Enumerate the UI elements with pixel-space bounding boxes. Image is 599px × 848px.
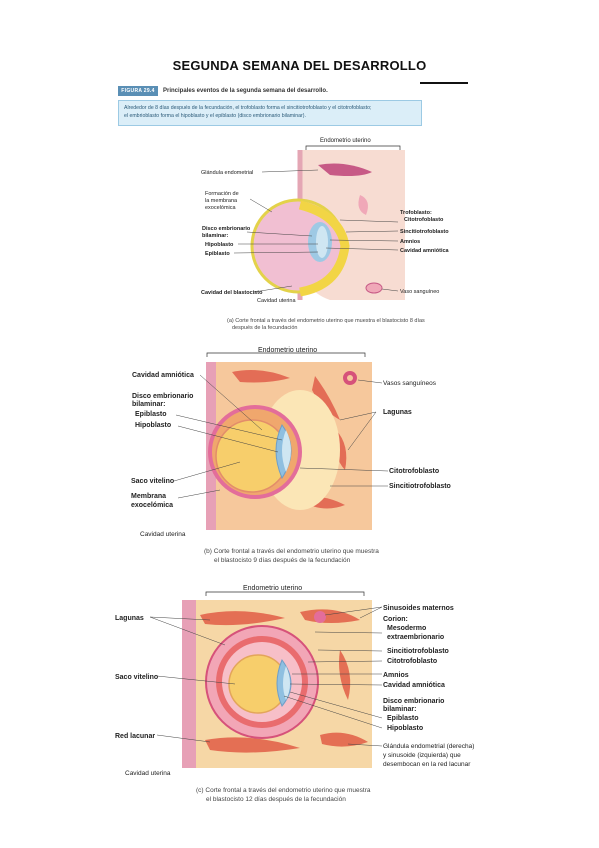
a-top-label: Endometrio uterino xyxy=(320,138,371,144)
a-formacion-line1: Formación de xyxy=(205,191,239,197)
summary-box: Alrededor de 8 días después de la fecund… xyxy=(118,100,422,126)
title-underline xyxy=(420,82,468,84)
c-caption-line1: (c) Corte frontal a través del endometri… xyxy=(196,787,371,794)
a-amnios-label: Amnios xyxy=(400,239,420,245)
a-epiblasto-label: Epiblasto xyxy=(205,251,230,257)
b-saco-vitelino: Saco vitelino xyxy=(131,478,174,485)
figure-tag: FIGURA 29.4 xyxy=(118,86,158,96)
a-cavidad-blastocisto: Cavidad del blastocisto xyxy=(201,290,263,296)
b-membrana-line1: Membrana xyxy=(131,493,166,500)
c-citotrofoblasto: Citotrofoblasto xyxy=(387,658,437,665)
a-formacion-line3: exocelómica xyxy=(205,205,237,211)
c-caption-line2: el blastocisto 12 días después de la fec… xyxy=(206,796,346,803)
c-top-label: Endometrio uterino xyxy=(243,585,302,592)
b-cavidad-amniotica: Cavidad amniótica xyxy=(132,372,194,379)
c-glandula-line2: y sinusoide (izquierda) que xyxy=(383,752,461,759)
c-red-lacunar: Red lacunar xyxy=(115,733,155,740)
b-vasos: Vasos sanguíneos xyxy=(383,380,437,387)
c-corion: Corion: xyxy=(383,616,408,623)
panel-b: Endometrio uterino Cavidad amniótica Dis… xyxy=(131,347,451,564)
a-trofoblasto-label: Trofoblasto: xyxy=(400,210,432,216)
c-cavidad-amniotica: Cavidad amniótica xyxy=(383,682,445,689)
summary-line-1: Alrededor de 8 días después de la fecund… xyxy=(124,105,372,111)
b-disco-line2: bilaminar: xyxy=(132,401,165,408)
a-sincitiotrofoblasto-label: Sincitiotrofoblasto xyxy=(400,229,449,235)
c-glandula-line1: Glándula endometrial (derecha) xyxy=(383,743,474,750)
c-epiblasto: Epiblasto xyxy=(387,715,419,722)
a-vaso-label: Vaso sanguíneo xyxy=(400,289,439,295)
b-caption-line2: el blastocisto 9 días después de la fecu… xyxy=(214,557,351,564)
c-disco-line1: Disco embrionario xyxy=(383,698,444,705)
c-disco-line2: bilaminar: xyxy=(383,706,416,713)
b-citotrofoblasto: Citotrofoblasto xyxy=(389,468,439,475)
c-sinusoides: Sinusoides maternos xyxy=(383,605,454,612)
b-epiblasto: Epiblasto xyxy=(135,411,167,418)
a-cavidad-uterina: Cavidad uterina xyxy=(257,298,296,304)
c-glandula-line3: desembocan en la red lacunar xyxy=(383,761,471,768)
page-title: SEGUNDA SEMANA DEL DESARROLLO xyxy=(172,58,427,73)
panel-c: Endometrio uterino Lagunas Saco vitelino… xyxy=(115,585,474,803)
c-lagunas: Lagunas xyxy=(115,615,144,622)
c-hipoblasto: Hipoblasto xyxy=(387,725,423,732)
a-glandula-label: Glándula endometrial xyxy=(201,170,253,176)
b-sincitiotrofoblasto: Sincitiotrofoblasto xyxy=(389,483,451,490)
b-lagunas: Lagunas xyxy=(383,409,412,416)
c-mesodermo-line1: Mesodermo xyxy=(387,625,426,632)
a-hipoblasto-label: Hipoblasto xyxy=(205,242,234,248)
a-formacion-line2: la membrana xyxy=(205,198,238,204)
panel-a: Endometrio uterino Glándula endometrial … xyxy=(201,138,450,331)
b-membrana-line2: exocelómica xyxy=(131,502,173,509)
figure-caption: Principales eventos de la segunda semana… xyxy=(163,88,328,94)
a-disco-line2: bilaminar: xyxy=(202,233,228,239)
a-disco-line1: Disco embrionario xyxy=(202,226,251,232)
c-amnios: Amnios xyxy=(383,672,409,679)
c-cavidad-uterina: Cavidad uterina xyxy=(125,770,171,777)
a-caption-line1: (a) Corte frontal a través del endometri… xyxy=(227,318,425,324)
a-cavidad-amniotica-label: Cavidad amniótica xyxy=(400,248,450,254)
c-sincitiotrofoblasto: Sincitiotrofoblasto xyxy=(387,648,449,655)
b-disco-line1: Disco embrionario xyxy=(132,393,193,400)
b-top-label: Endometrio uterino xyxy=(258,347,317,354)
summary-line-2: el embrioblasto forma el hipoblasto y el… xyxy=(124,113,306,119)
b-caption-line1: (b) Corte frontal a través del endometri… xyxy=(204,548,379,555)
b-hipoblasto: Hipoblasto xyxy=(135,422,171,429)
b-cavidad-uterina: Cavidad uterina xyxy=(140,531,186,538)
c-mesodermo-line2: extraembrionario xyxy=(387,634,444,641)
a-citotrofoblasto-label: Citotrofoblasto xyxy=(404,217,444,223)
a-caption-line2: después de la fecundación xyxy=(232,325,297,331)
c-saco-vitelino: Saco vitelino xyxy=(115,674,158,681)
